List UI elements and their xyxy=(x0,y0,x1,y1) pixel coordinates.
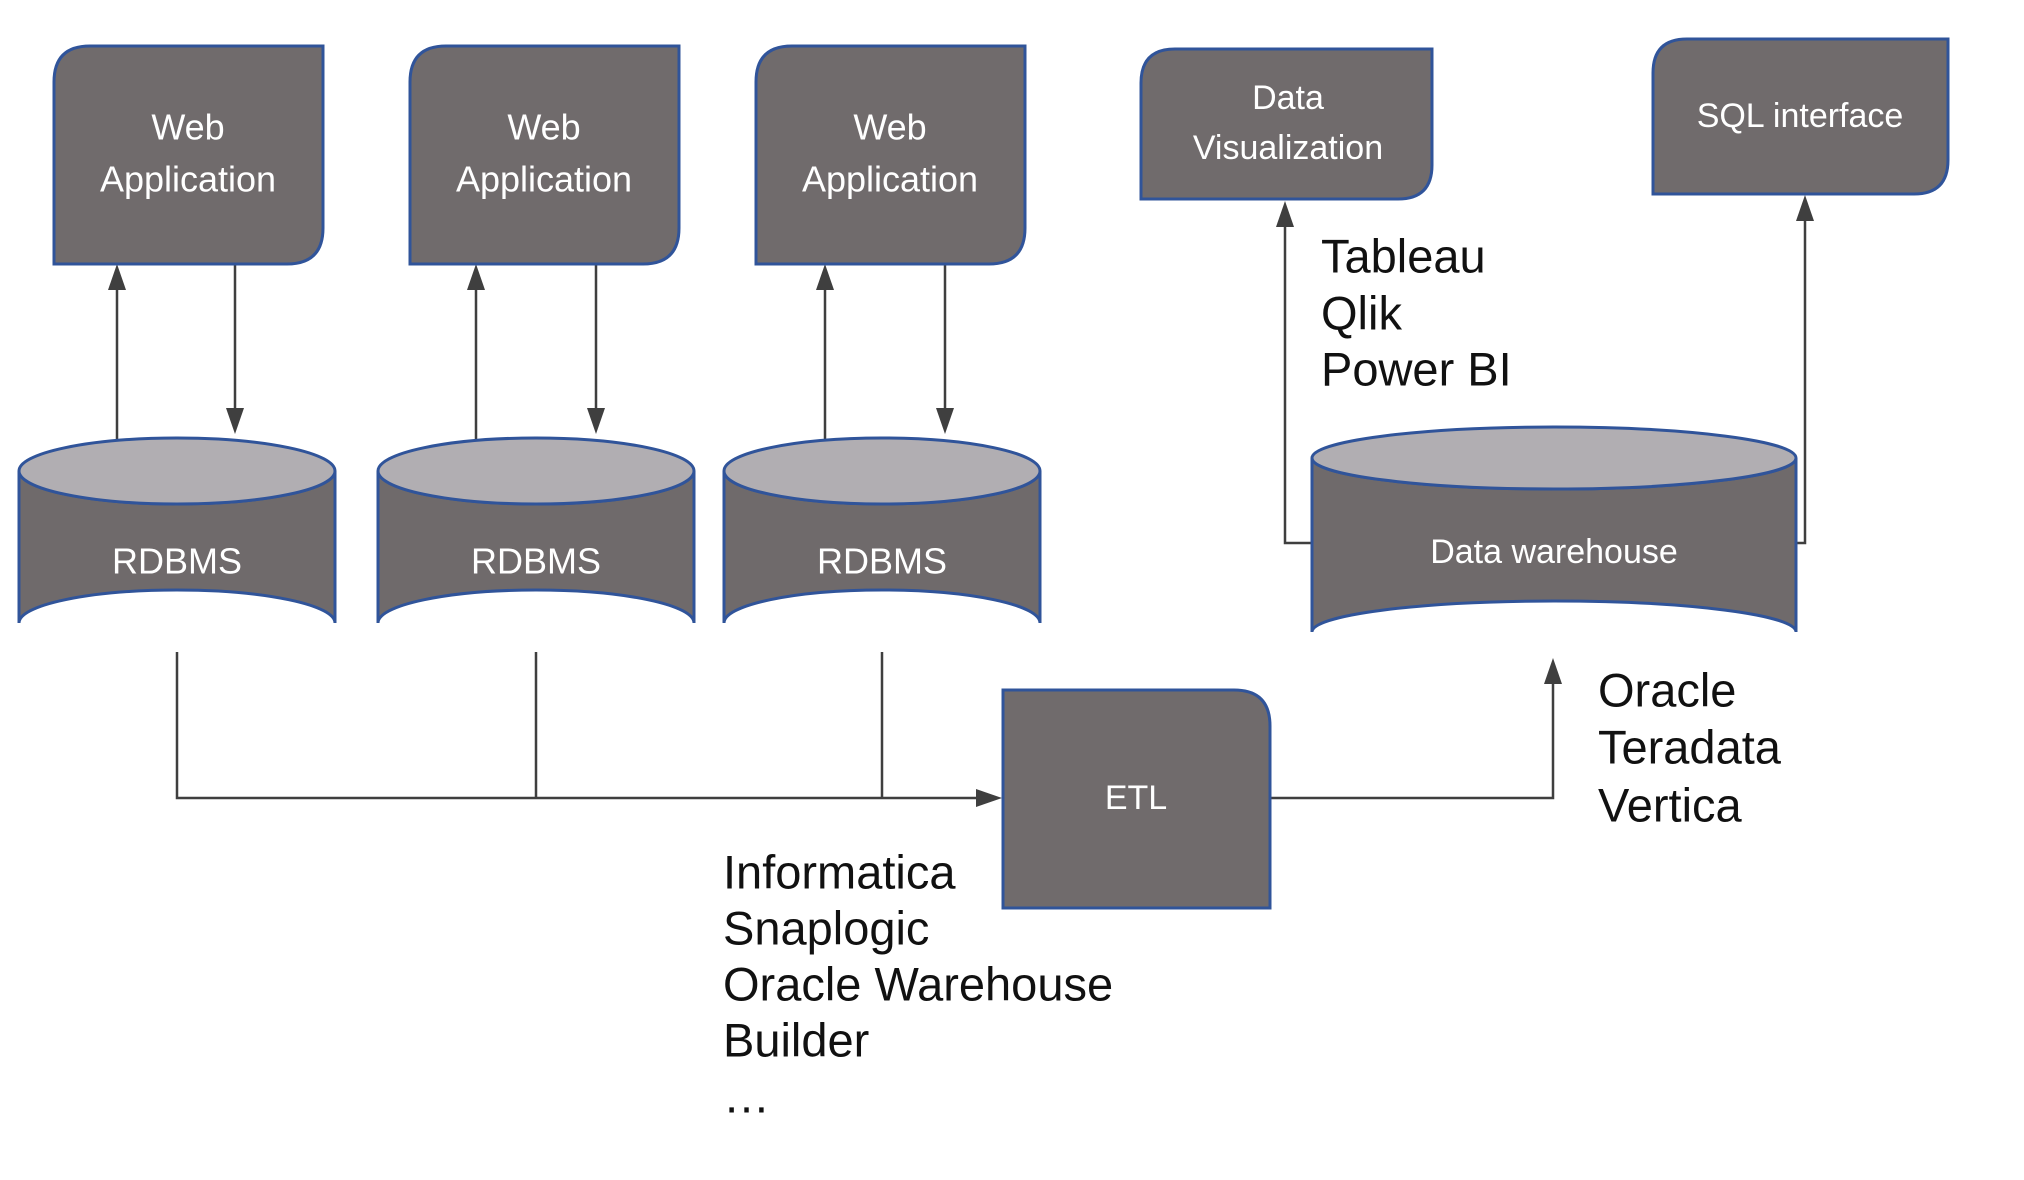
bi-tools-annotation: Tableau Qlik Power BI xyxy=(1321,229,1512,395)
etl-tools-line: Builder xyxy=(723,1013,869,1066)
rdbms-cylinder-2: RDBMS xyxy=(376,436,696,624)
web-application-box xyxy=(52,44,325,266)
data-warehouse-label: Data warehouse xyxy=(1430,533,1678,571)
etl-tools-annotation: Informatica Snaplogic Oracle Warehouse B… xyxy=(723,845,1113,1122)
arrow-warehouse-to-visualization xyxy=(1276,201,1318,545)
cylinder-top xyxy=(1310,425,1798,491)
web-application-label-line1: Web xyxy=(507,107,580,148)
etl-tools-line: Informatica xyxy=(723,845,956,898)
arrow-rdbms1-to-webapp1 xyxy=(108,264,126,443)
dw-products-line: Vertica xyxy=(1598,778,1743,831)
arrow-etl-to-warehouse xyxy=(1270,658,1562,800)
arrow-rdbms2-to-webapp2 xyxy=(467,264,485,443)
data-visualization-label-line2: Visualization xyxy=(1193,129,1383,167)
etl-tools-ellipsis: … xyxy=(723,1069,770,1122)
arrow-webapp1-to-rdbms1 xyxy=(226,264,244,434)
bi-tools-line: Power BI xyxy=(1321,342,1512,395)
web-application-box xyxy=(408,44,681,266)
arrow-rdbms3-to-webapp3 xyxy=(816,264,834,443)
sql-interface-node: SQL interface xyxy=(1651,37,1950,196)
web-application-box xyxy=(754,44,1027,266)
etl-tools-line: Oracle Warehouse xyxy=(723,957,1113,1010)
etl-node: ETL xyxy=(1001,688,1272,910)
rdbms-label: RDBMS xyxy=(817,541,947,582)
rdbms-label: RDBMS xyxy=(112,541,242,582)
arrow-webapp2-to-rdbms2 xyxy=(587,264,605,434)
connector-rdbms-bus-to-etl xyxy=(175,652,1002,807)
etl-label: ETL xyxy=(1105,779,1167,817)
arrow-webapp3-to-rdbms3 xyxy=(936,264,954,434)
cylinder-top xyxy=(376,436,696,506)
data-visualization-label-line1: Data xyxy=(1252,79,1324,117)
bi-tools-line: Qlik xyxy=(1321,286,1402,339)
web-application-label-line2: Application xyxy=(802,159,978,200)
dw-products-annotation: Oracle Teradata Vertica xyxy=(1598,663,1782,831)
dw-products-line: Oracle xyxy=(1598,663,1736,716)
data-warehouse-cylinder: Data warehouse xyxy=(1310,425,1798,633)
dw-products-line: Teradata xyxy=(1598,720,1782,773)
data-visualization-node: Data Visualization xyxy=(1139,47,1434,201)
rdbms-label: RDBMS xyxy=(471,541,601,582)
sql-interface-box xyxy=(1651,37,1950,196)
data-visualization-box xyxy=(1139,47,1434,201)
web-application-label-line2: Application xyxy=(100,159,276,200)
web-application-node-1: Web Application xyxy=(52,44,325,266)
rdbms-cylinder-3: RDBMS xyxy=(722,436,1042,624)
bi-tools-line: Tableau xyxy=(1321,229,1486,282)
web-application-label-line1: Web xyxy=(853,107,926,148)
sql-interface-label: SQL interface xyxy=(1697,97,1904,135)
rdbms-cylinder-1: RDBMS xyxy=(17,436,337,624)
web-application-label-line2: Application xyxy=(456,159,632,200)
cylinder-top xyxy=(17,436,337,506)
web-application-label-line1: Web xyxy=(151,107,224,148)
cylinder-top xyxy=(722,436,1042,506)
etl-box xyxy=(1001,688,1272,910)
web-application-node-2: Web Application xyxy=(408,44,681,266)
web-application-node-3: Web Application xyxy=(754,44,1027,266)
etl-tools-line: Snaplogic xyxy=(723,901,929,954)
